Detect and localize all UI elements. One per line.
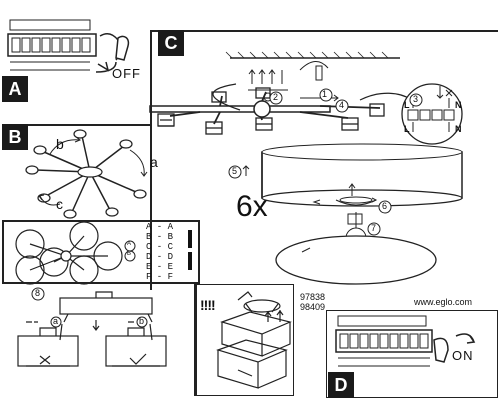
step-2-number: 2 [273,92,279,102]
ceiling-mount-illustration [149,51,463,285]
step-6-number: 6 [382,201,388,211]
rotation-label-b: b [56,136,64,152]
fuse-box-off-illustration [7,19,130,73]
mapping-pair-f: F - F [146,272,174,282]
model-number-2: 98409 [300,302,326,312]
terminal-label-l-bottom: L [404,124,410,134]
switch-off-label: OFF [112,66,141,81]
panel-step-8 [2,284,196,396]
mapping-pair-e: E - E [146,262,174,272]
step-8-sub-a: a [53,316,59,326]
panel-b-arm-rotation [2,124,152,220]
panel-letter-mapping [2,220,200,284]
terminal-label-n-bottom: N [455,124,462,134]
step-8-number: 8 [35,288,41,298]
packaging-illustration [216,291,292,389]
warning-marks: !!!! [200,297,216,313]
panel-c-badge: C [158,30,184,56]
panel-b-badge: B [2,124,28,150]
step-3-number: 3 [413,94,419,104]
quantity-label: 6x [236,190,268,223]
step-8-illustration [17,287,167,367]
step-1-number: 1 [322,89,328,99]
mapping-pair-c: C - C [146,242,174,252]
panel-d-badge: D [328,372,354,398]
mapping-pair-d: D - D [146,252,174,262]
step-4-number: 4 [339,100,345,110]
circle-letter-b: B [127,251,132,257]
terminal-label-n-top: N [455,100,462,110]
arm-rotation-illustration [25,129,148,219]
shade-mapping-illustration [15,221,192,285]
rotation-label-c: c [56,196,63,212]
panel-packaging [196,284,294,396]
website-label: www.eglo.com [414,297,473,307]
switch-on-label: ON [452,348,474,363]
circle-letter-a: A [127,241,132,247]
panel-a-badge: A [2,76,28,102]
step-8-sub-b: b [139,316,145,326]
terminal-label-l-top: L [404,100,410,110]
mapping-pair-b: B - B [146,232,174,242]
rotation-label-a: a [150,154,158,170]
step-5-number: 5 [232,166,238,176]
panel-d-switch-on [326,310,498,398]
model-number-1: 97838 [300,292,326,302]
mapping-list: A - A B - B C - C D - D E - E F - F [146,222,173,282]
step-7-number: 7 [371,223,377,233]
mapping-pair-a: A - A [146,222,174,232]
